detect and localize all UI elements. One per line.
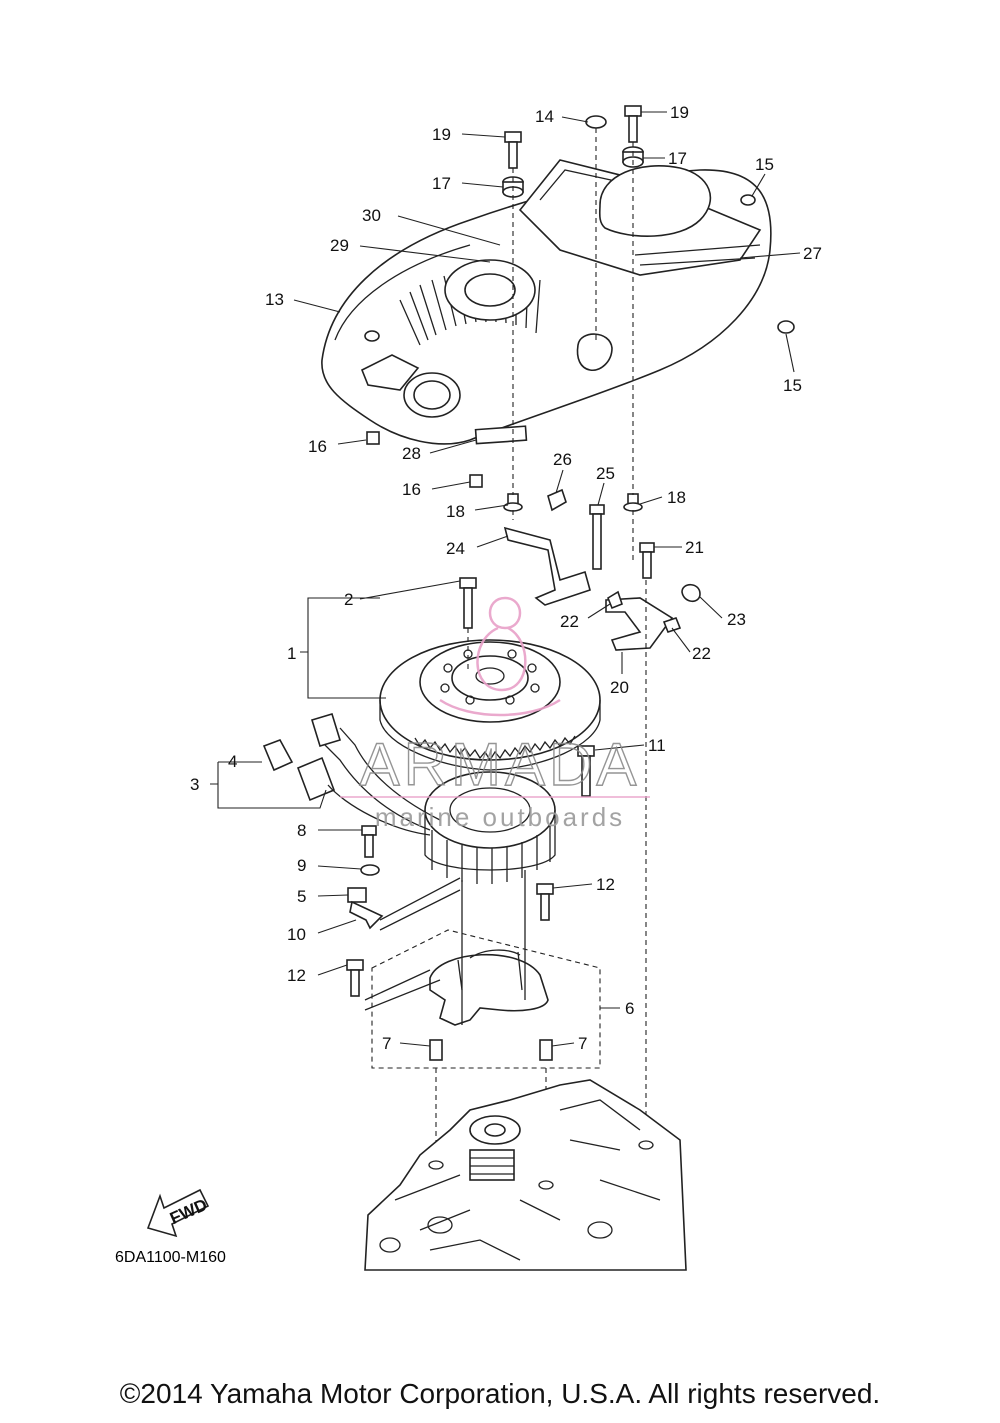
callout-18a: 18 xyxy=(446,502,465,521)
callout-30: 30 xyxy=(362,206,381,225)
stator xyxy=(262,713,595,884)
callout-21: 21 xyxy=(685,538,704,557)
watermark-brand: ARMADA xyxy=(360,731,641,798)
callout-25: 25 xyxy=(596,464,615,483)
callout-16b: 16 xyxy=(402,480,421,499)
diagram-code: 6DA1100-M160 xyxy=(115,1249,226,1266)
callout-6: 6 xyxy=(625,999,634,1018)
watermark: ARMADA marine outboards xyxy=(340,596,650,832)
callout-1: 1 xyxy=(287,644,296,663)
callout-9: 9 xyxy=(297,856,306,875)
callout-5: 5 xyxy=(297,887,306,906)
callout-18b: 18 xyxy=(667,488,686,507)
callout-16a: 16 xyxy=(308,437,327,456)
watermark-logo xyxy=(439,596,561,717)
callout-19b: 19 xyxy=(670,103,689,122)
watermark-tagline: marine outboards xyxy=(375,802,625,832)
fwd-arrow: FWD xyxy=(146,1188,210,1238)
callout-29: 29 xyxy=(330,236,349,255)
callout-17b: 17 xyxy=(668,149,687,168)
grommets-bolts-top xyxy=(366,105,795,560)
callout-17a: 17 xyxy=(432,174,451,193)
pulser-parts xyxy=(347,825,461,931)
callout-4: 4 xyxy=(228,752,237,771)
callout-20: 20 xyxy=(610,678,629,697)
flywheel-cover xyxy=(321,159,772,445)
stator-base xyxy=(346,580,647,1180)
callout-24: 24 xyxy=(446,539,465,558)
callout-2: 2 xyxy=(344,590,353,609)
leader-lines xyxy=(210,111,801,1047)
callout-15a: 15 xyxy=(755,155,774,174)
callout-10: 10 xyxy=(287,925,306,944)
engine-block xyxy=(364,1079,687,1271)
callout-labels: 1 2 3 4 5 6 7 7 8 9 10 11 12 12 13 14 15… xyxy=(190,103,822,1053)
callout-7a: 7 xyxy=(382,1034,391,1053)
callout-22b: 22 xyxy=(692,644,711,663)
callout-12a: 12 xyxy=(596,875,615,894)
callout-3: 3 xyxy=(190,775,199,794)
callout-23: 23 xyxy=(727,610,746,629)
callout-22a: 22 xyxy=(560,612,579,631)
copyright-notice: ©2014 Yamaha Motor Corporation, U.S.A. A… xyxy=(119,1378,881,1409)
callout-11: 11 xyxy=(648,736,666,755)
callout-7b: 7 xyxy=(578,1034,587,1053)
callout-28: 28 xyxy=(402,444,421,463)
brackets xyxy=(503,488,701,651)
callout-15b: 15 xyxy=(783,376,802,395)
callout-12b: 12 xyxy=(287,966,306,985)
callout-26: 26 xyxy=(553,450,572,469)
callout-19a: 19 xyxy=(432,125,451,144)
callout-27: 27 xyxy=(803,244,822,263)
callout-8: 8 xyxy=(297,821,306,840)
callout-13: 13 xyxy=(265,290,284,309)
callout-14: 14 xyxy=(535,107,554,126)
